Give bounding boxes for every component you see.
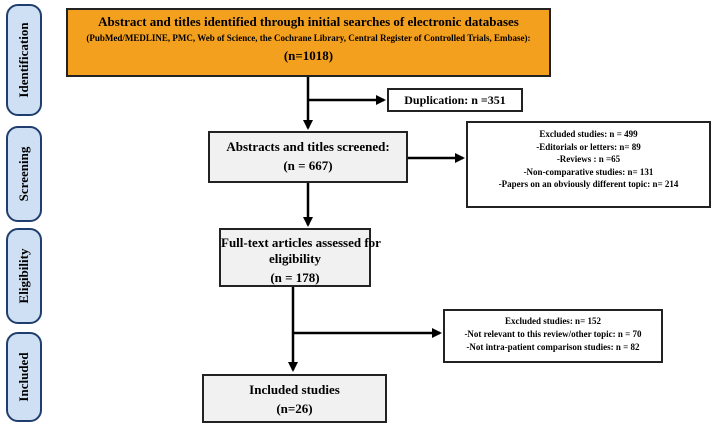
- excluded-different-topic: -Papers on an obviously different topic:…: [498, 179, 679, 190]
- phase-eligibility-label: Eligibility: [16, 248, 31, 304]
- excluded-not-relevant: -Not relevant to this review/other topic…: [464, 329, 642, 340]
- included-count: (n=26): [276, 401, 313, 417]
- excluded-fulltext-box: Excluded studies: n= 152 -Not relevant t…: [443, 309, 663, 363]
- identification-box: Abstract and titles identified through i…: [66, 8, 551, 77]
- eligibility-box: Full-text articles assessed for eligibil…: [219, 228, 381, 287]
- screening-box: Abstracts and titles screened: (n = 667): [208, 131, 408, 183]
- excluded-not-intra-patient: -Not intra-patient comparison studies: n…: [466, 342, 640, 353]
- included-title: Included studies: [249, 382, 340, 397]
- duplication-box: Duplication: n =351: [387, 88, 523, 112]
- phase-eligibility: Eligibility: [6, 228, 42, 324]
- eligibility-title-line2: eligibility: [269, 251, 321, 267]
- duplication-text: Duplication: n =351: [404, 93, 506, 107]
- included-box: Included studies (n=26): [202, 374, 387, 423]
- phase-included: Included: [6, 332, 42, 422]
- excluded-fulltext-total: Excluded studies: n= 152: [505, 316, 601, 326]
- identification-count: (n=1018): [283, 47, 334, 63]
- phase-included-label: Included: [16, 352, 31, 402]
- phase-identification-label: Identification: [16, 22, 31, 98]
- excluded-screening-box: Excluded studies: n = 499 -Editorials or…: [466, 121, 711, 208]
- screening-count: (n = 667): [283, 158, 333, 174]
- phase-screening-label: Screening: [16, 146, 31, 202]
- phase-identification: Identification: [6, 4, 42, 116]
- identification-databases: (PubMed/MEDLINE, PMC, Web of Science, th…: [86, 33, 531, 44]
- phase-screening: Screening: [6, 126, 42, 222]
- excluded-editorials: -Editorials or letters: n= 89: [536, 141, 641, 152]
- eligibility-count: (n = 178): [270, 269, 320, 285]
- identification-title: Abstract and titles identified through i…: [98, 14, 519, 29]
- screening-title: Abstracts and titles screened:: [226, 139, 390, 154]
- excluded-reviews: -Reviews : n =65: [556, 154, 621, 165]
- excluded-non-comparative: -Non-comparative studies: n= 131: [523, 166, 654, 177]
- eligibility-title-line1: Full-text articles assessed for: [221, 235, 381, 250]
- excluded-screening-total: Excluded studies: n = 499: [539, 129, 638, 139]
